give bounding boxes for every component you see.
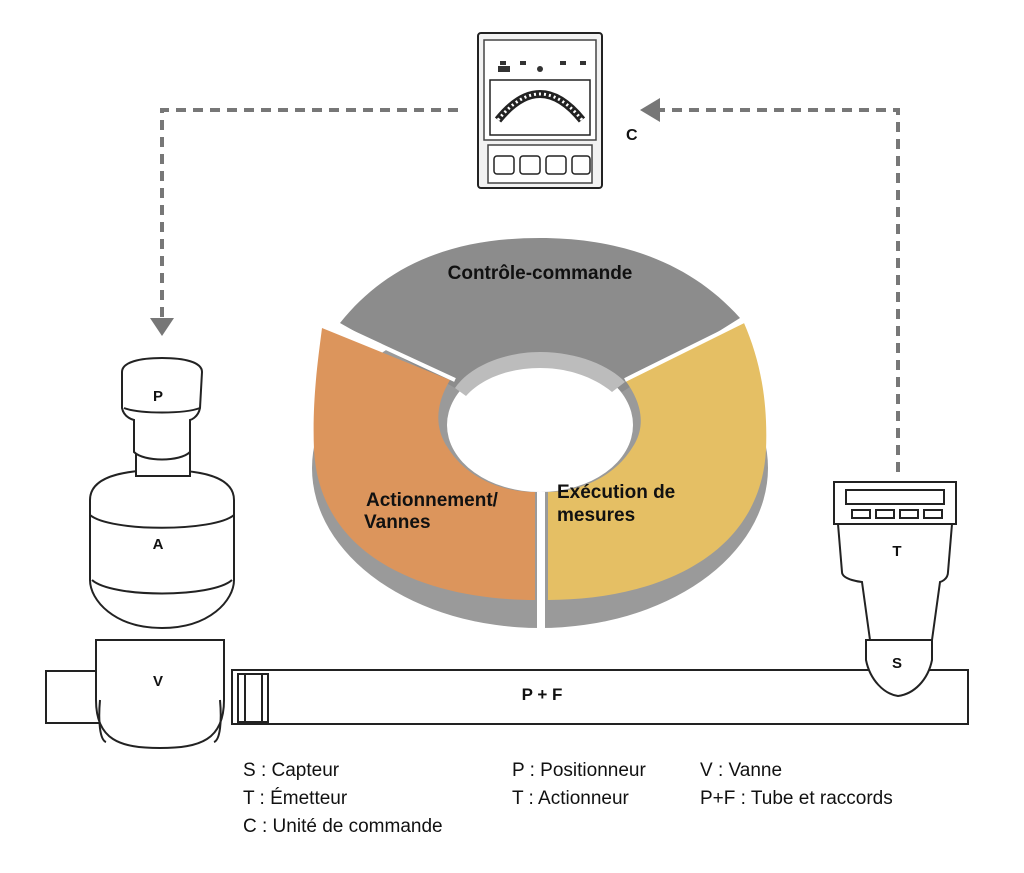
ring-segment-right <box>548 323 767 600</box>
ring-segment-left <box>313 328 535 600</box>
pipe <box>45 669 969 725</box>
positioner-label: P <box>153 388 163 405</box>
legend-item: P : Positionneur <box>512 760 646 781</box>
controller-unit <box>477 32 603 189</box>
pipe-label: P + F <box>522 685 563 704</box>
ring-label-left-1: Actionnement/ <box>366 490 499 511</box>
ring-label-left-2: Vannes <box>364 512 431 533</box>
ring-label-right-2: mesures <box>557 505 635 526</box>
legend-item: P+F : Tube et raccords <box>700 788 893 809</box>
ring-label-right-1: Exécution de <box>557 482 675 503</box>
legend-item: T : Émetteur <box>243 788 348 809</box>
legend-item: C : Unité de commande <box>243 816 443 837</box>
legend-item: S : Capteur <box>243 760 340 781</box>
ring-segment-top <box>340 238 740 392</box>
valve-label: V <box>153 673 163 690</box>
controller-label: C <box>626 127 638 144</box>
legend-column-1: S : Capteur T : Émetteur C : Unité de co… <box>243 757 443 841</box>
valve-assembly <box>89 356 235 750</box>
sensor-label: S <box>892 655 902 672</box>
signal-line-right <box>660 108 900 472</box>
legend-item: T : Actionneur <box>512 788 629 809</box>
legend-item: V : Vanne <box>700 760 783 781</box>
legend-column-2: P : Positionneur T : Actionneur <box>512 757 646 813</box>
arrow-down-icon <box>150 318 174 336</box>
ring-diagram <box>312 238 768 630</box>
ring-label-top: Contrôle-commande <box>448 263 633 284</box>
transmitter-assembly <box>833 481 957 698</box>
arrow-left-icon <box>640 98 660 122</box>
legend-column-3: V : Vanne P+F : Tube et raccords <box>700 757 893 813</box>
transmitter-label: T <box>892 543 901 560</box>
actuator-label: A <box>153 536 164 553</box>
signal-line-left <box>160 108 458 318</box>
